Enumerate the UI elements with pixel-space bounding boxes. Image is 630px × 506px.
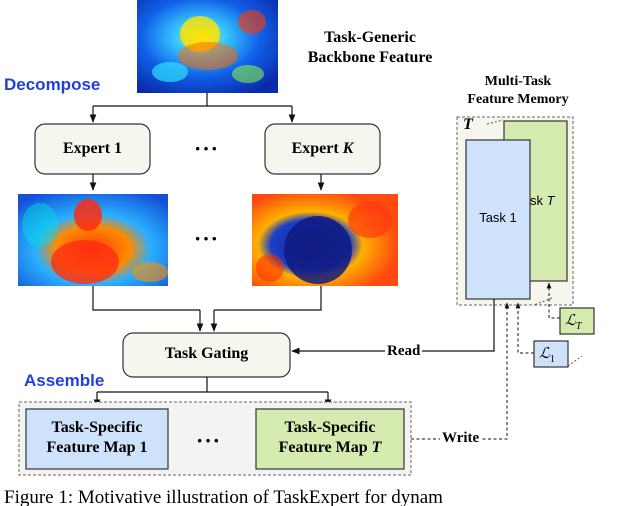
loss-1-sub: 1 [549, 354, 555, 365]
loss-1-label: ℒ1 [539, 344, 555, 365]
memory-task-1-slab [465, 139, 531, 300]
memory-title-line2: Feature Memory [467, 92, 569, 107]
outputs-ellipsis: ··· [196, 428, 222, 453]
expert-k-label: Expert K [265, 140, 380, 158]
feature-map-t-prefix: Feature Map [278, 439, 372, 456]
read-label: Read [385, 343, 423, 360]
feature-map-t-var: T [371, 439, 382, 456]
loss-1-symbol: ℒ [539, 346, 550, 362]
feature-map-1-line1: Task-Specific [51, 419, 143, 436]
feature-map-1-line2: Feature Map 1 [46, 439, 148, 456]
loss-t-label: ℒT [565, 311, 581, 332]
memory-task-t-label: sk T [530, 193, 555, 208]
decompose-label: Decompose [4, 75, 101, 94]
memory-task-t-var: T [546, 193, 555, 208]
feature-map-1-box [25, 408, 169, 470]
feature-map-1-label: Task-Specific Feature Map 1 [26, 418, 168, 458]
memory-title: Multi-Task Feature Memory [448, 73, 588, 109]
backbone-label: Task-Generic Backbone Feature [290, 28, 450, 68]
feature-map-t-box [255, 408, 405, 470]
experts-ellipsis: ··· [194, 136, 220, 161]
backbone-label-line2: Backbone Feature [307, 49, 433, 66]
expert-k-var: K [342, 140, 354, 157]
expert-k-prefix: Expert [291, 140, 343, 157]
backbone-label-line1: Task-Generic [324, 29, 416, 46]
write-label: Write [440, 430, 482, 447]
expert-k-feature-map [252, 194, 398, 286]
backbone-feature-image [137, 0, 278, 93]
loss-t-sub: T [575, 321, 582, 332]
feature-map-t-line1: Task-Specific [284, 419, 376, 436]
expert-1-label: Expert 1 [62, 140, 123, 157]
expert-k-box [264, 123, 381, 175]
loss-t-box [559, 307, 595, 335]
loss-1-box [533, 340, 569, 368]
task-gating-label: Task Gating [164, 345, 249, 362]
loss-t-symbol: ℒ [565, 313, 576, 329]
memory-corner-var: T [463, 116, 473, 133]
read-arrow [291, 299, 495, 355]
assemble-label: Assemble [24, 371, 105, 390]
expert-1-feature-map [18, 194, 168, 286]
feature-map-t-line2: Feature Map T [256, 438, 404, 458]
feature-map-t-label: Task-Specific Feature Map T [256, 418, 404, 458]
memory-title-line1: Multi-Task [484, 74, 552, 89]
maps-ellipsis: ··· [194, 226, 220, 251]
figure-caption: Figure 1: Motivative illustration of Tas… [4, 487, 443, 506]
memory-task-1-label: Task 1 [479, 210, 517, 225]
memory-task-t-prefix: sk [530, 193, 547, 208]
write-arrow [411, 302, 510, 440]
